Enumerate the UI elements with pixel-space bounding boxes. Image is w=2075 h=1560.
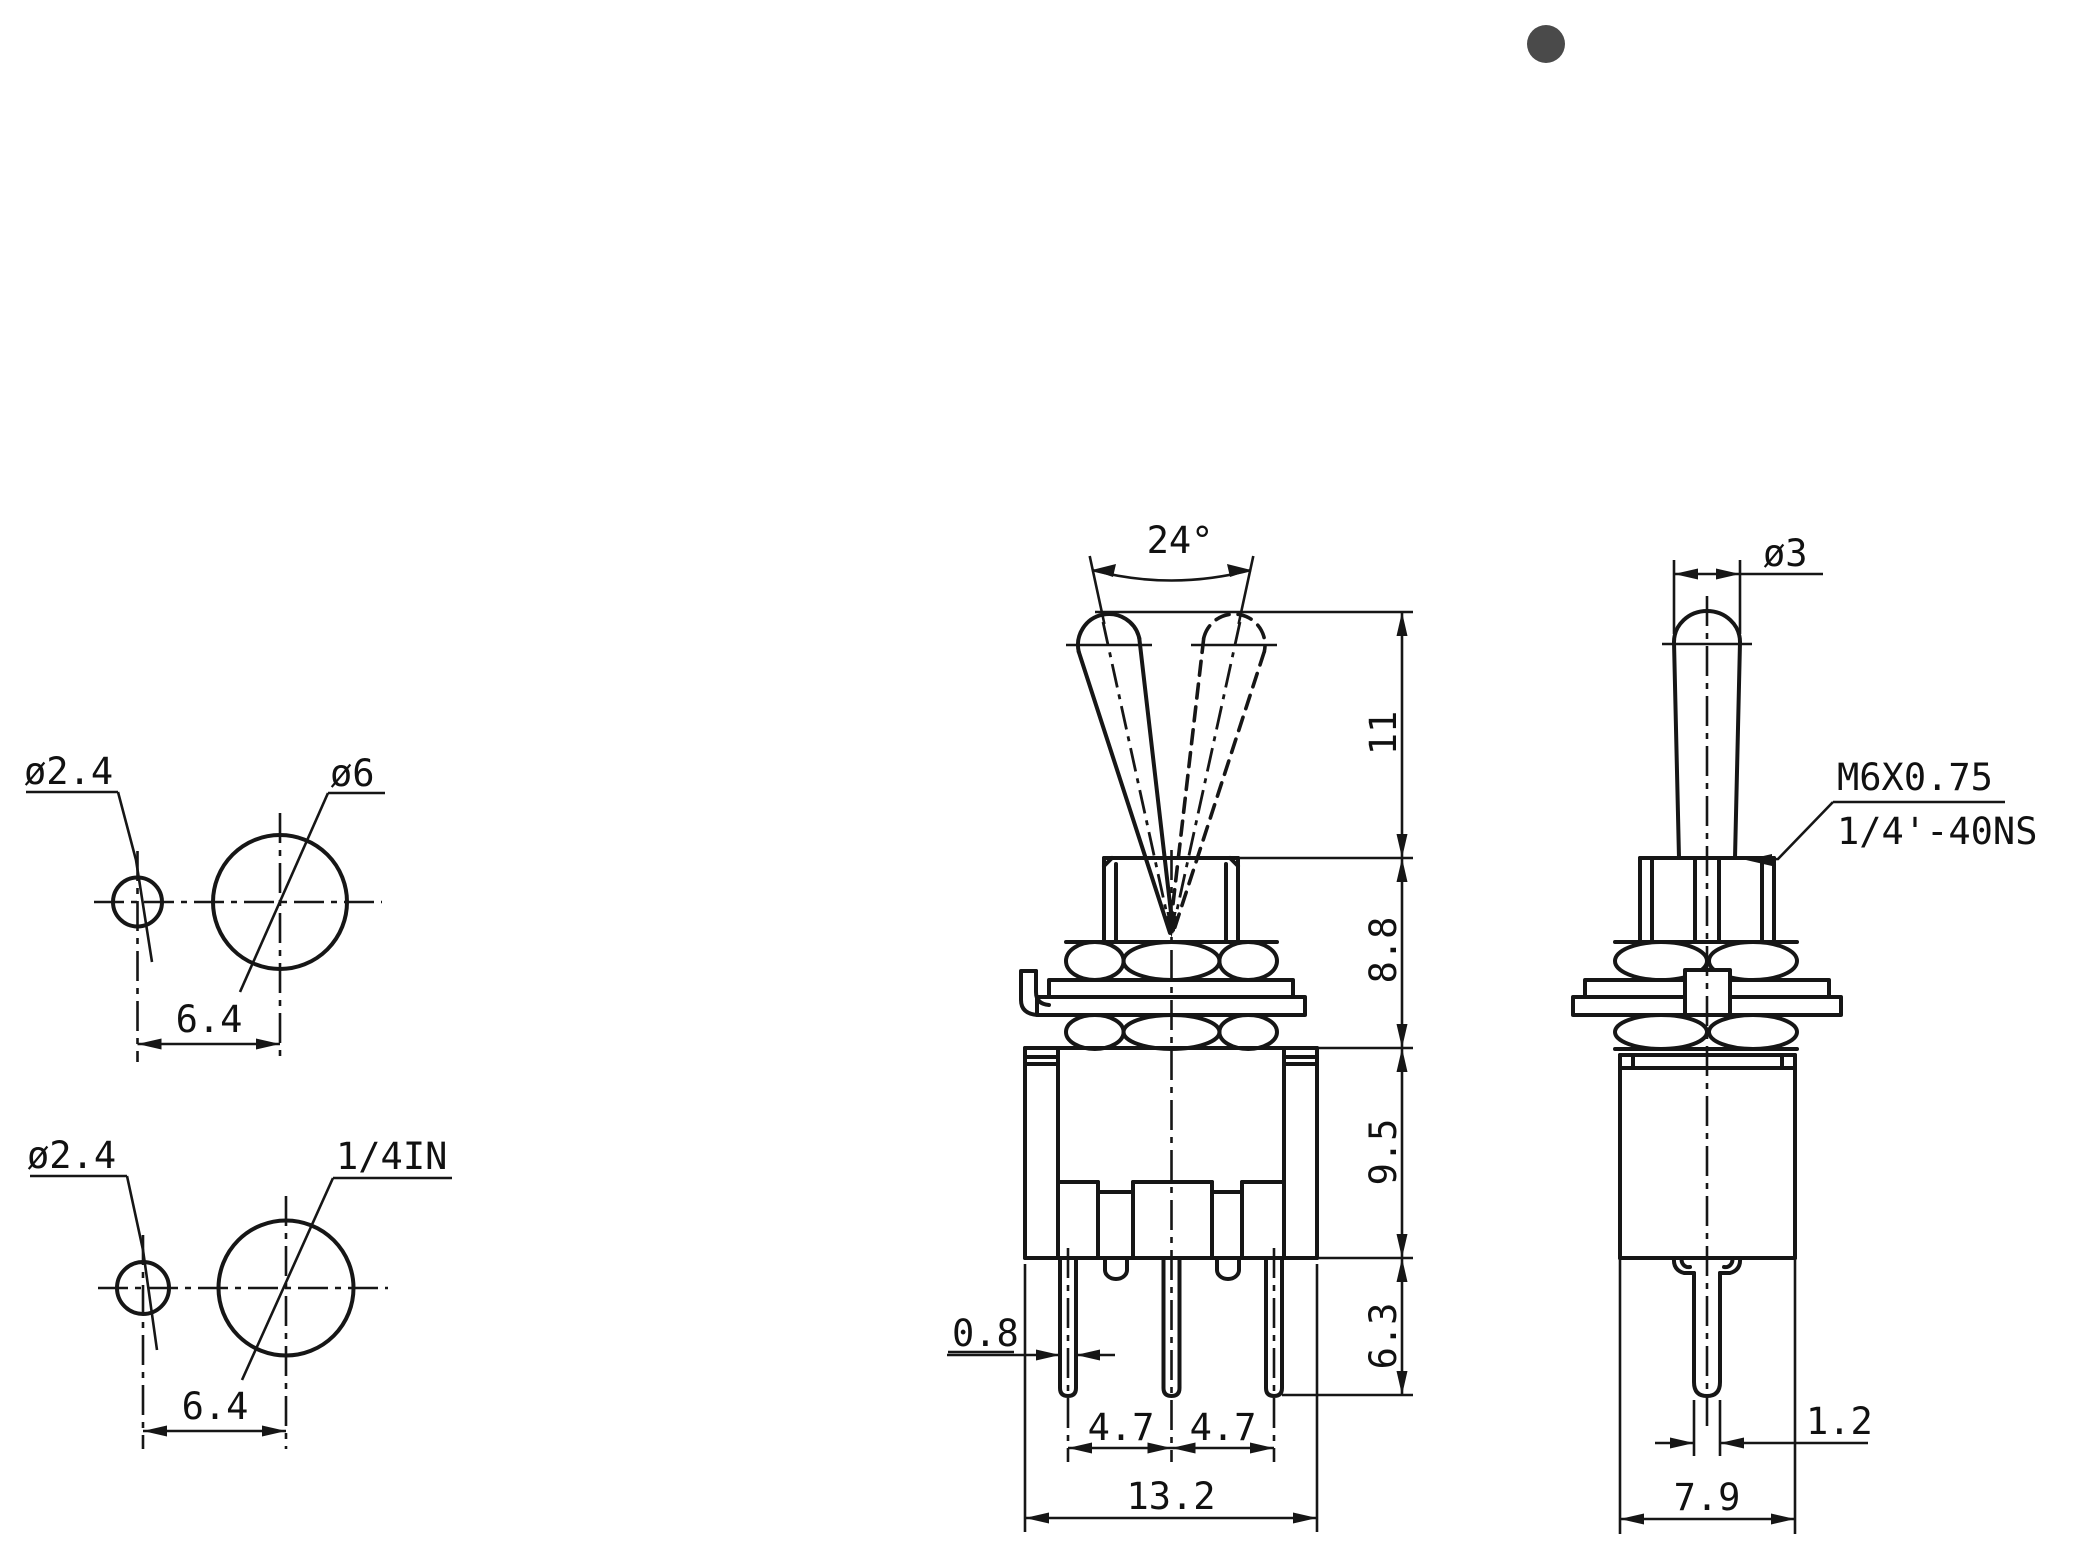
washer-tab-front [1019, 969, 1040, 1017]
dim-bushing-height: 8.8 [1362, 917, 1405, 984]
front-view [1019, 611, 1319, 1398]
dim-panel-bottom-small-hole: ø2.4 [27, 1134, 116, 1177]
label-thread-imperial: 1/4'-40NS [1837, 810, 2037, 853]
dim-panel-bottom-spacing: 6.4 [182, 1385, 249, 1428]
panel-cutout-top-centerlines [94, 813, 382, 1062]
label-thread-metric: M6X0.75 [1837, 756, 1993, 799]
dim-terminal-width: 1.2 [1806, 1400, 1873, 1443]
marker-dot [1527, 25, 1565, 63]
dim-throw-angle: 24° [1147, 519, 1214, 562]
panel-cutout-bottom-centerlines [98, 1196, 388, 1449]
dim-panel-top-spacing: 6.4 [176, 998, 243, 1041]
dim-panel-top-small-hole: ø2.4 [24, 750, 113, 793]
labels: ø2.4 ø6 6.4 ø2.4 1/4IN 6.4 24° 11 8.8 9.… [24, 519, 2037, 1519]
dim-actuator-length: 11 [1362, 711, 1405, 756]
dim-terminal-pitch-right: 4.7 [1190, 1406, 1257, 1449]
dim-body-width: 13.2 [1126, 1475, 1215, 1518]
dim-panel-top-large-hole: ø6 [330, 752, 375, 795]
dim-panel-bottom-large-hole: 1/4IN [336, 1135, 447, 1178]
panel-cutout-top-annotations [26, 790, 385, 1046]
front-view-lever-ghost [1168, 612, 1267, 935]
terminal-pin-3 [1264, 1256, 1284, 1398]
arrowheads [137, 564, 1795, 1525]
dim-actuator-diameter: ø3 [1763, 532, 1808, 575]
centerlines [1066, 596, 1709, 1462]
dimension-lines [947, 555, 2005, 1534]
dim-terminal-length: 6.3 [1362, 1303, 1405, 1370]
dim-terminal-thickness: 0.8 [952, 1312, 1019, 1355]
terminal-pin-2 [1161, 1256, 1182, 1398]
dim-body-height: 9.5 [1362, 1119, 1405, 1186]
terminal-pin-1 [1058, 1256, 1078, 1398]
dim-terminal-pitch-left: 4.7 [1088, 1406, 1155, 1449]
dim-body-depth: 7.9 [1674, 1476, 1741, 1519]
lever-axes [1101, 621, 1242, 934]
